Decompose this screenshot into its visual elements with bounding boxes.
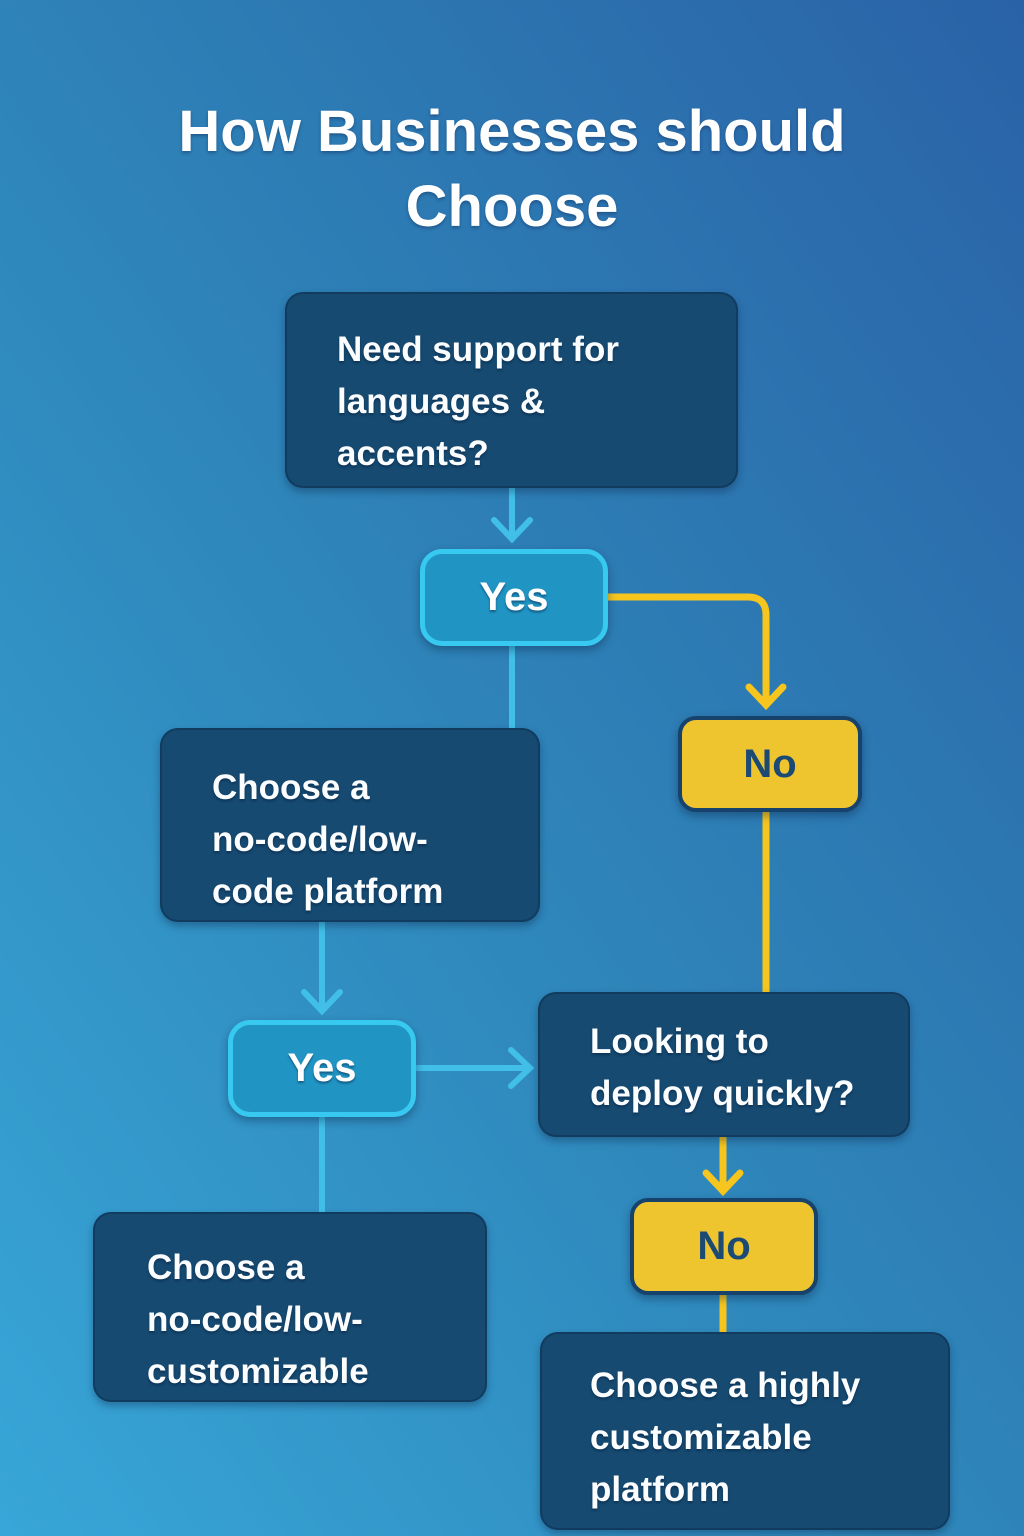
connector-yes1-no1 — [603, 593, 787, 711]
node-label: Choose a highly customizable platform — [590, 1366, 861, 1509]
node-no-1: No — [678, 716, 862, 812]
node-label: Need support for languages & accents? — [337, 330, 619, 473]
connector-choose1-yes2 — [301, 919, 343, 1016]
node-label: Looking to deploy quickly? — [590, 1022, 855, 1113]
page-title: How Businesses should Choose — [178, 99, 846, 240]
node-outcome-highly-customizable-platform: Choose a highly customizable platform — [540, 1332, 950, 1530]
connector-yes2-q2 — [413, 1047, 535, 1089]
node-question-languages-accents: Need support for languages & accents? — [285, 292, 738, 488]
node-yes-1: Yes — [420, 549, 608, 646]
node-outcome-no-code-low-customizable: Choose a no-code/low- customizable — [93, 1212, 487, 1402]
node-question-deploy-quickly: Looking to deploy quickly? — [538, 992, 910, 1137]
connector-q2-no2 — [702, 1133, 744, 1197]
node-yes-2: Yes — [228, 1020, 416, 1117]
node-label: Choose a no-code/low- customizable — [147, 1248, 369, 1391]
node-outcome-no-code-low-code-platform: Choose a no-code/low- code platform — [160, 728, 540, 922]
connector-q1-yes1 — [491, 485, 533, 544]
node-label: Choose a no-code/low- code platform — [212, 768, 444, 911]
node-no-2: No — [630, 1198, 818, 1295]
